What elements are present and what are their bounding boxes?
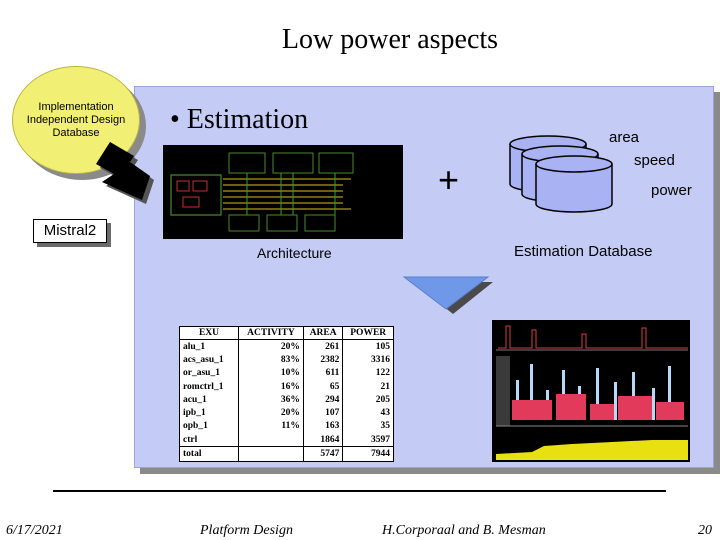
cell-exu: total: [179, 446, 239, 462]
cell-activity: 36%: [237, 393, 304, 407]
power-trace-plot-image: [492, 320, 690, 462]
cell-activity: 16%: [237, 379, 304, 394]
header-power: POWER: [342, 326, 394, 340]
table-row: ctrl 1864 3597: [179, 432, 394, 447]
cell-activity: [237, 432, 304, 447]
db-label-speed: speed: [634, 152, 675, 169]
slide-title: Low power aspects: [281, 24, 499, 55]
header-exu: EXU: [179, 326, 239, 340]
cell-area: 65: [302, 379, 344, 394]
architecture-schematic: [163, 145, 403, 239]
power-estimation-table: EXU ACTIVITY AREA POWER alu_1 20% 261 10…: [179, 326, 394, 462]
cell-activity: 20%: [237, 339, 304, 354]
cell-area: 2382: [302, 353, 344, 367]
cell-activity: 83%: [237, 353, 304, 367]
cell-exu: opb_1: [179, 419, 239, 433]
cell-activity: 11%: [237, 419, 304, 433]
estimation-bullet: • Estimation: [170, 104, 309, 135]
cell-power: 122: [342, 366, 394, 380]
bubble-label: Implementation Independent Design Databa…: [26, 100, 126, 139]
architecture-label: Architecture: [257, 245, 332, 261]
table-row-total: total 5747 7944: [179, 446, 394, 462]
table-row: or_asu_1 10% 611 122: [179, 366, 394, 380]
cell-activity: 10%: [237, 366, 304, 380]
table-header-row: EXU ACTIVITY AREA POWER: [179, 326, 394, 340]
mistral-label: Mistral2: [33, 219, 107, 243]
estimation-database-label: Estimation Database: [514, 243, 653, 260]
cell-exu: ipb_1: [179, 406, 239, 420]
footer-date: 6/17/2021: [6, 523, 63, 538]
cell-power: 43: [342, 406, 394, 420]
footer-course: Platform Design: [200, 523, 293, 538]
cell-power: 7944: [342, 446, 394, 462]
cell-power: 21: [342, 379, 394, 394]
cell-activity: [237, 446, 304, 462]
cell-power: 3316: [342, 353, 394, 367]
db-label-area: area: [609, 129, 640, 146]
exu-table: EXU ACTIVITY AREA POWER alu_1 20% 261 10…: [179, 326, 394, 462]
cell-area: 5747: [302, 446, 344, 462]
down-arrow-icon: [402, 276, 493, 314]
plus-sign: +: [438, 159, 460, 200]
db-label-power: power: [651, 182, 692, 199]
table-row: opb_1 11% 163 35: [179, 419, 394, 433]
cell-exu: acs_asu_1: [179, 353, 239, 367]
table-row: romctrl_1 16% 65 21: [179, 379, 394, 394]
cell-power: 3597: [342, 432, 394, 447]
cell-area: 163: [302, 419, 344, 433]
cell-exu: acu_1: [179, 393, 239, 407]
database-stack-icon: [509, 135, 613, 213]
cell-area: 611: [302, 366, 344, 380]
header-activity: ACTIVITY: [237, 326, 304, 340]
cell-area: 294: [302, 393, 344, 407]
footer-authors: H.Corporaal and B. Mesman: [382, 523, 546, 538]
cell-area: 261: [302, 339, 344, 354]
cell-activity: 20%: [237, 406, 304, 420]
cell-exu: or_asu_1: [179, 366, 239, 380]
cell-area: 1864: [302, 432, 344, 447]
cell-power: 205: [342, 393, 394, 407]
cell-exu: ctrl: [179, 432, 239, 447]
cell-power: 35: [342, 419, 394, 433]
cell-area: 107: [302, 406, 344, 420]
cell-exu: romctrl_1: [179, 379, 239, 394]
table-row: alu_1 20% 261 105: [179, 339, 394, 354]
header-area: AREA: [302, 326, 344, 340]
table-row: acs_asu_1 83% 2382 3316: [179, 353, 394, 367]
cell-exu: alu_1: [179, 339, 239, 354]
footer-rule: [53, 490, 666, 492]
table-row: ipb_1 20% 107 43: [179, 406, 394, 420]
table-row: acu_1 36% 294 205: [179, 393, 394, 407]
cell-power: 105: [342, 339, 394, 354]
page-number: 20: [698, 523, 712, 538]
input-arrow-icon: [96, 142, 154, 204]
